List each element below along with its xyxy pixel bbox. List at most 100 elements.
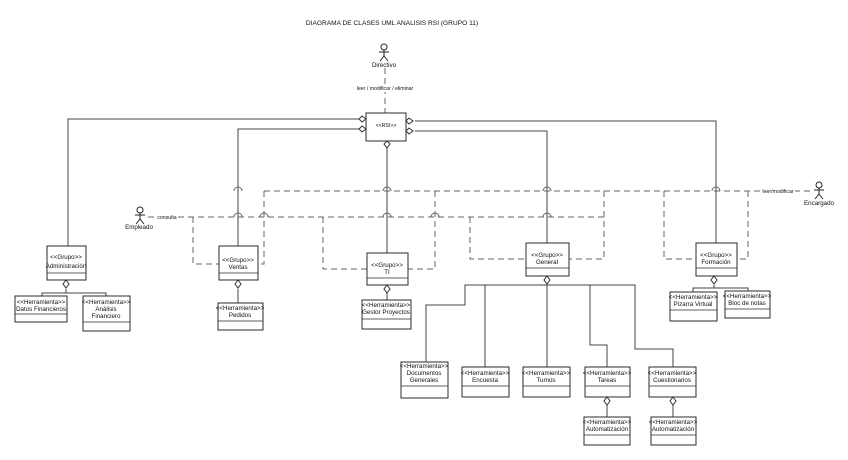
relation-label-empleado: consulta [157,215,176,221]
tool-automatizacion-tareas-stereotype: <<Herramienta>> [583,419,632,426]
group-ti[interactable]: <<Grupo>> TI [366,252,409,286]
actor-encargado-icon [814,181,824,200]
group-general[interactable]: <<Grupo>> General [525,242,570,277]
tool-automatizacion-cuestionarios-name: Automatización [652,426,695,433]
diamond-rsi-general [405,127,414,135]
class-rsi[interactable]: <<RSI>> [365,112,407,142]
group-administracion-stereotype: <<Grupo>> [50,254,82,261]
tool-bloc-de-notas-name: Bloc de notas [728,300,766,307]
tool-cuestionarios-stereotype: <<Herramienta>> [648,370,697,377]
tool-turnos[interactable]: <<Herramienta>> Turnos [522,366,571,398]
group-ti-name: TI [384,269,390,276]
hop-4 [711,186,721,192]
diagram-title: DIAGRAMA DE CLASES UML ANALISIS RSI (GRU… [306,20,478,27]
diamond-ti [383,284,391,294]
group-administracion[interactable]: <<Grupo>> Administración [46,245,87,281]
tool-pedidos-name: Pedidos [229,312,251,319]
tool-tareas-name: Tareas [598,377,617,384]
tool-tareas-stereotype: <<Herramienta>> [583,370,632,377]
tool-analisis-financiero-name1: Análisis [95,306,116,313]
link-formacion-bloc [714,287,749,291]
hop-9 [542,212,552,218]
group-formacion[interactable]: <<Grupo>> Formación [695,242,738,277]
relation-label-encargado: leer/modificar [762,189,793,195]
tool-encuesta-stereotype: <<Herramienta>> [461,370,510,377]
tool-documentos-generales-name1: Documentos [407,370,442,377]
actor-encargado-label: Encargado [804,200,834,207]
tool-analisis-financiero[interactable]: <<Herramienta>> Análisis Financiero [82,295,131,332]
tool-datos-financieros-stereotype: <<Herramienta>> [17,299,66,306]
tool-documentos-generales-stereotype: <<Herramienta>> [400,363,449,370]
group-ventas[interactable]: <<Grupo>> Ventas [218,245,259,281]
group-general-stereotype: <<Grupo>> [531,252,563,259]
link-rsi-formacion [415,120,717,243]
diamond-tareas [603,396,611,406]
dep-encargado-formacion [737,191,749,260]
diamond-ventas [234,279,242,289]
hop-5 [233,212,243,218]
tool-datos-financieros[interactable]: <<Herramienta>> Datos Financieros [14,295,68,323]
diamond-cuestionarios [669,396,677,406]
label-bg-empleado [156,213,178,221]
group-ti-stereotype: <<Grupo>> [371,262,403,269]
diamond-rsi-administracion [358,115,367,123]
hop-2 [382,186,392,192]
dep-empleado-general [469,217,526,260]
relation-label-directivo: leer / modificar / eliminar [357,86,414,92]
dep-empleado-ventas [192,217,219,265]
diamond-rsi-ti [383,140,391,149]
link-rsi-ventas [237,128,359,246]
tool-tareas[interactable]: <<Herramienta>> Tareas [583,366,632,398]
actor-directivo-label: Directivo [372,62,397,69]
composition-lines [41,118,749,417]
group-administracion-name: Administración [46,263,87,270]
dep-encargado-general [569,191,605,260]
tool-analisis-financiero-name2: Financiero [92,313,121,320]
diamond-general [543,275,551,285]
tool-automatizacion-tareas-name: Automatización [586,426,629,433]
tool-automatizacion-cuestionarios[interactable]: <<Herramienta>> Automatización [649,416,698,446]
diamond-rsi-formacion [405,117,414,125]
tool-gestor-proyectos[interactable]: <<Herramienta>> Gestor Proyectos [361,299,412,330]
actor-empleado-label: Empleado [125,224,153,231]
link-rsi-general [415,130,548,243]
tool-pedidos-stereotype: <<Herramienta>> [216,305,265,312]
tool-documentos-generales-name2: Generales [410,377,439,384]
tool-gestor-proyectos-name: Gestor Proyectos [362,309,410,316]
group-formacion-name: Formación [701,259,731,266]
diamond-rsi-ventas [358,125,367,133]
label-bg-encargado [761,187,795,195]
dep-encargado-ti [408,191,436,270]
hop-8 [430,212,440,218]
link-general-bus [425,284,548,362]
tool-analisis-financiero-stereotype: <<Herramienta>> [82,299,131,306]
tool-pizarra-virtual-name: Pizarra Virtual [674,301,713,308]
group-general-name: General [536,259,558,266]
tool-automatizacion-tareas[interactable]: <<Herramienta>> Automatización [583,416,632,446]
tool-documentos-generales[interactable]: <<Herramienta>> Documentos Generales [400,361,449,399]
tool-turnos-stereotype: <<Herramienta>> [522,370,571,377]
tool-encuesta-name: Encuesta [472,377,498,384]
tool-pedidos[interactable]: <<Herramienta>> Pedidos [216,302,265,331]
diamond-administracion [62,279,70,289]
link-admin-tools [41,289,67,296]
tool-encuesta[interactable]: <<Herramienta>> Encuesta [461,366,510,398]
tool-automatizacion-cuestionarios-stereotype: <<Herramienta>> [649,419,698,426]
class-rsi-stereotype: <<RSI>> [376,123,397,129]
actor-directivo-icon [379,43,389,62]
tool-bloc-de-notas[interactable]: <<Herramienta>> Bloc de notas [723,290,772,319]
group-ventas-stereotype: <<Grupo>> [222,257,254,264]
group-ventas-name: Ventas [229,264,248,271]
dep-empleado-ti [322,217,367,270]
tool-pizarra-virtual[interactable]: <<Herramienta>> Pizarra Virtual [669,291,718,322]
diamond-formacion [710,275,718,285]
dependency-lines [148,68,810,270]
tool-gestor-proyectos-stereotype: <<Herramienta>> [362,302,411,309]
hop-1 [233,186,243,192]
hop-7 [382,212,392,218]
tool-cuestionarios[interactable]: <<Herramienta>> Cuestionarios [648,366,697,398]
link-rsi-administracion [67,118,359,246]
link-general-tareas [547,284,608,367]
link-formacion-tools [692,285,715,292]
